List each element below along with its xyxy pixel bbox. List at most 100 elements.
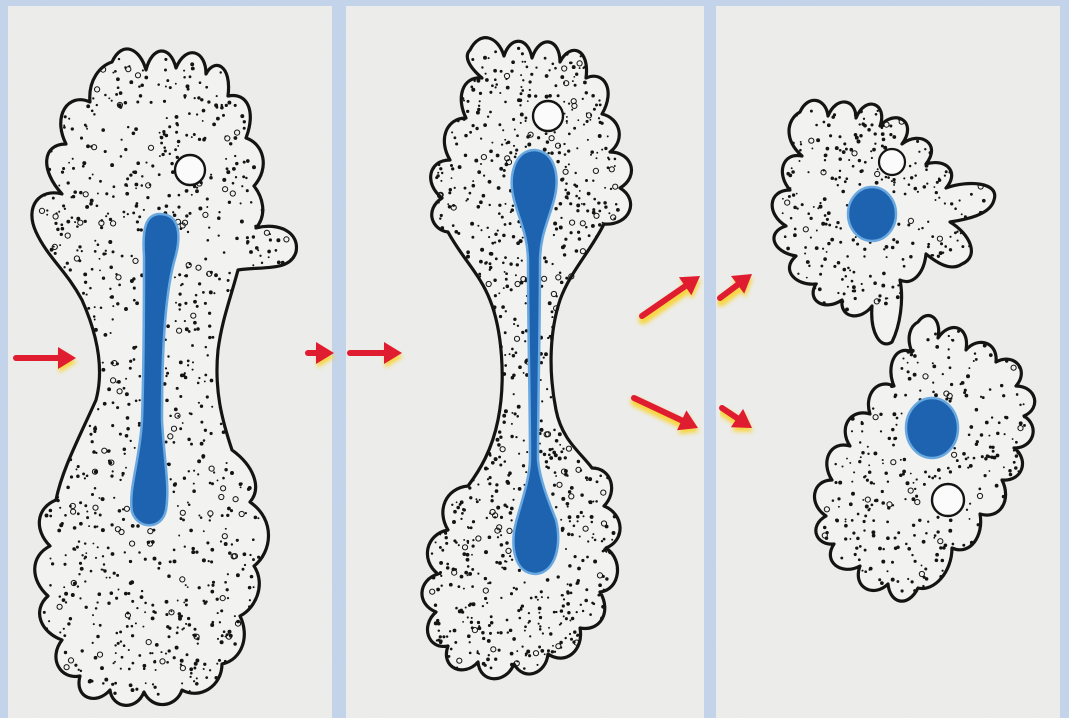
- granule: [870, 481, 873, 484]
- granule: [505, 541, 509, 545]
- granule: [474, 159, 478, 163]
- granule: [825, 536, 828, 539]
- granule: [590, 515, 594, 519]
- granule: [85, 552, 87, 554]
- granule: [153, 660, 156, 663]
- granule: [184, 275, 186, 277]
- granule: [563, 615, 565, 617]
- granule: [598, 99, 600, 101]
- granule: [897, 223, 900, 226]
- granule: [849, 269, 851, 271]
- granule: [115, 93, 118, 96]
- granule: [103, 569, 106, 572]
- granule: [143, 209, 145, 211]
- granule: [164, 149, 167, 152]
- granule: [480, 229, 482, 231]
- granule: [118, 509, 121, 512]
- granule: [111, 683, 114, 686]
- granule: [175, 320, 177, 322]
- granule: [62, 598, 66, 602]
- granule: [439, 641, 442, 644]
- granule: [91, 268, 94, 271]
- granule: [509, 555, 511, 557]
- granule: [185, 327, 189, 331]
- granule: [816, 230, 818, 232]
- granule: [104, 150, 107, 153]
- granule: [489, 111, 492, 114]
- granule: [517, 47, 520, 50]
- granule: [130, 580, 134, 584]
- granule: [975, 408, 979, 412]
- granule: [183, 94, 186, 97]
- granule: [539, 450, 543, 454]
- granule: [940, 242, 943, 245]
- granule: [226, 170, 230, 174]
- granule: [861, 451, 864, 454]
- granule: [76, 475, 80, 479]
- granule: [192, 551, 194, 553]
- granule: [152, 529, 155, 532]
- granule: [471, 88, 475, 92]
- granule: [892, 178, 895, 181]
- granule: [863, 529, 865, 531]
- granule: [993, 456, 997, 460]
- granule: [63, 124, 65, 126]
- granule: [191, 344, 194, 347]
- granule: [948, 335, 950, 337]
- granule: [439, 546, 442, 549]
- granule: [198, 377, 200, 379]
- granule: [500, 543, 504, 547]
- granule: [823, 169, 825, 171]
- granule: [924, 567, 927, 570]
- granule: [142, 69, 144, 71]
- granule: [1023, 403, 1025, 405]
- granule: [546, 388, 548, 390]
- granule: [520, 74, 522, 76]
- granule: [254, 225, 257, 228]
- granule: [71, 127, 74, 130]
- granule: [590, 154, 592, 156]
- granule: [599, 103, 602, 106]
- granule: [85, 606, 88, 609]
- granule: [117, 380, 121, 384]
- granule: [131, 634, 134, 637]
- contractile-vacuole-3: [879, 149, 905, 175]
- granule: [488, 654, 490, 656]
- granule: [499, 631, 502, 634]
- granule: [852, 532, 855, 535]
- granule: [515, 153, 517, 155]
- granule: [808, 265, 810, 267]
- granule: [211, 584, 214, 587]
- granule: [821, 222, 825, 226]
- granule: [89, 679, 92, 682]
- granule: [63, 628, 65, 630]
- granule: [198, 514, 200, 516]
- granule: [882, 459, 884, 461]
- granule: [479, 260, 483, 264]
- granule: [136, 607, 138, 609]
- granule: [76, 249, 78, 251]
- granule: [195, 682, 199, 686]
- granule: [905, 543, 908, 546]
- granule: [485, 78, 489, 82]
- granule: [835, 519, 839, 523]
- granule: [174, 148, 177, 151]
- granule: [981, 455, 984, 458]
- granule: [501, 567, 503, 569]
- granule: [183, 76, 186, 79]
- granule: [793, 206, 797, 210]
- granule: [500, 534, 502, 536]
- granule: [440, 575, 442, 577]
- granule: [504, 364, 507, 367]
- granule: [501, 554, 505, 558]
- granule: [502, 174, 505, 177]
- granule: [110, 474, 113, 477]
- granule: [548, 627, 550, 629]
- granule: [481, 66, 483, 68]
- granule: [575, 249, 579, 253]
- granule: [973, 360, 975, 362]
- granule: [79, 562, 82, 565]
- granule: [900, 459, 902, 461]
- granule: [211, 336, 214, 339]
- granule: [169, 560, 172, 563]
